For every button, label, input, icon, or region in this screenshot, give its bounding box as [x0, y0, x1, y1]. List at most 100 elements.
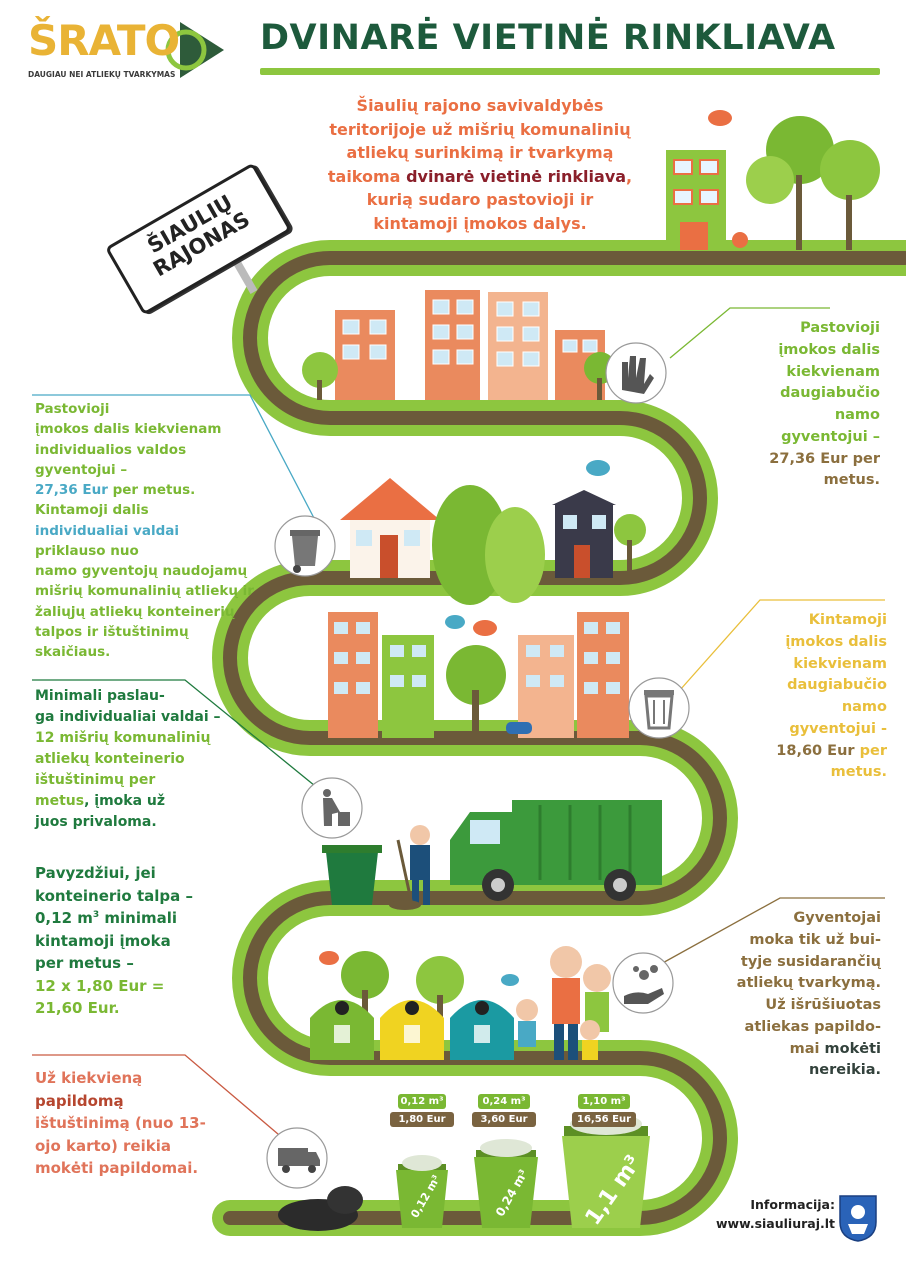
- multi-variable-line-3: kiekvienam: [793, 655, 887, 672]
- example-volume-unit-sup: 3: [92, 910, 100, 920]
- minimum-line-7: juos privaloma.: [35, 814, 157, 830]
- intro-text: Šiaulių rajono savivaldybės teritorijoje…: [300, 94, 660, 235]
- sorting-line-1: Gyventojai: [793, 910, 881, 926]
- individual-line-8: priklauso nuo: [35, 542, 139, 559]
- individual-line-9: namo gyventojų naudojamų: [35, 563, 248, 579]
- minimum-line-2: ga individualiai valdai –: [35, 709, 221, 725]
- wheelie-bin-icon: [274, 515, 336, 577]
- minimum-line-6: metus, įmoka už: [35, 791, 275, 812]
- sorting-line-5: Už išrūšiuotas: [765, 997, 881, 1013]
- glove-icon: [605, 342, 667, 404]
- minimum-line-4: atliekų konteinerio: [35, 751, 185, 767]
- example-line-3: 0,12 m3 minimali: [35, 907, 255, 930]
- individual-line-7: individualiai valdai: [35, 522, 179, 539]
- sorting-text: Gyventojai moka tik už bui- tyje susidar…: [705, 908, 881, 1082]
- sorting-line-3: tyje susidarančių: [740, 953, 881, 970]
- bin-3-volume-tag: 1,10 m³: [578, 1094, 630, 1109]
- multi-variable-line-6: gyventojui -: [789, 720, 887, 737]
- intro-line-6: kintamoji įmokos dalys.: [373, 213, 587, 233]
- bin-1-price-tag: 1,80 Eur: [390, 1112, 454, 1127]
- sorting-line-6: atliekas papildo-: [744, 1018, 881, 1035]
- example-line-4: kintamoji įmoka: [35, 931, 171, 950]
- truck-icon: [266, 1127, 328, 1189]
- multi-fixed-line-5: namo: [834, 407, 880, 423]
- intro-line-1: Šiaulių rajono savivaldybės: [356, 96, 604, 115]
- info-url[interactable]: www.siauliuraj.lt: [715, 1215, 835, 1231]
- minimum-line-3: 12 mišrių komunalinių: [35, 730, 211, 746]
- example-total: 21,60 Eur.: [35, 999, 120, 1017]
- intro-line-2: teritorijoje už mišrių komunalinių: [329, 119, 631, 139]
- apartments-row-1: [302, 290, 616, 400]
- intro-line-5: kurią sudaro pastovioji ir: [366, 190, 594, 210]
- top-building-scene: [666, 110, 880, 250]
- example-line-1: Pavyzdžiui, jei: [35, 864, 156, 882]
- example-line-2: konteinerio talpa –: [35, 886, 193, 905]
- individual-amount: 27,36 Eur: [35, 482, 108, 498]
- minimum-years: metus: [35, 793, 85, 809]
- truck-scene: [322, 800, 662, 910]
- intro-line-4: taikoma dvinarė vietinė rinkliava,: [300, 165, 660, 189]
- multi-variable-per: per: [859, 742, 887, 759]
- multi-variable-amount: 18,60 Eur: [776, 742, 855, 759]
- recycling-scene: [310, 946, 611, 1060]
- sorting-line-7: mai mokėti: [705, 1039, 881, 1061]
- logo-tagline: DAUGIAU NEI ATLIEKŲ TVARKYMAS: [28, 70, 176, 79]
- sorting-line-2: moka tik už bui-: [749, 931, 881, 948]
- hand-recycle-icon: [612, 952, 674, 1014]
- individual-line-10: mišrių komunalinių atliekų ir: [35, 583, 254, 600]
- individual-line-6: Kintamoji dalis: [35, 502, 149, 519]
- intro-highlight: dvinarė vietinė rinkliava: [406, 166, 627, 186]
- example-minimum: minimali: [99, 909, 177, 927]
- example-text: Pavyzdžiui, jei konteinerio talpa – 0,12…: [35, 862, 255, 1020]
- minimum-service-text: Minimali paslau- ga individualiai valdai…: [35, 686, 275, 833]
- extra-line-5: mokėti papildomai.: [35, 1159, 199, 1177]
- bin-2-price-tag: 3,60 Eur: [472, 1112, 536, 1127]
- individual-line-1: Pastovioji: [35, 401, 110, 417]
- trash-can-icon: [628, 677, 690, 739]
- extra-line-1: Už kiekvieną: [35, 1069, 143, 1087]
- multi-fixed-line-2: įmokos dalis: [778, 341, 880, 358]
- logo-wordmark: ŠRATO: [28, 20, 180, 62]
- multi-variable-text: Kintamoji įmokos dalis kiekvienam daugia…: [735, 610, 887, 784]
- sized-bins: [278, 1113, 650, 1231]
- leader-lines: [32, 307, 885, 1141]
- apartments-row-3: [328, 612, 629, 738]
- title-underline: [260, 68, 880, 75]
- intro-line-4-start: taikoma: [327, 166, 401, 186]
- multi-fixed-line-1: Pastovioji: [800, 320, 880, 336]
- coat-of-arms-icon: [838, 1194, 878, 1242]
- minimum-line-5: ištuštinimų per: [35, 772, 156, 788]
- multi-fixed-line-6: gyventojui –: [781, 428, 880, 445]
- logo-text: ŠRATO: [28, 16, 180, 65]
- individual-line-3: individualios valdos: [35, 441, 187, 458]
- extra-line-3: ištuštinimą (nuo 13-: [35, 1114, 206, 1132]
- multi-fixed-line-8: metus.: [823, 472, 880, 489]
- multi-variable-line-2: įmokos dalis: [785, 633, 887, 650]
- minimum-fee: , įmoka už: [84, 793, 166, 809]
- individual-line-2: įmokos dalis kiekvienam: [35, 421, 222, 438]
- bin-2-volume-tag: 0,24 m³: [478, 1094, 530, 1109]
- srato-logo: ŠRATO DAUGIAU NEI ATLIEKŲ TVARKYMAS: [28, 18, 228, 90]
- individual-line-12: talpos ir ištuštinimų: [35, 623, 189, 640]
- recycle-bin-person-icon: [301, 777, 363, 839]
- road-sign: ŠIAULIŲ RAJONAS: [104, 162, 295, 316]
- houses-row-2: [340, 460, 646, 605]
- multi-variable-line-4: daugiabučio: [787, 677, 887, 694]
- srato-logo-mark: [165, 22, 224, 78]
- individual-text: Pastovioji įmokos dalis kiekvienam indiv…: [35, 399, 270, 662]
- multi-fixed-line-3: kiekvienam: [786, 363, 880, 380]
- info-label: Informacija:: [750, 1197, 835, 1212]
- example-volume: 0,12 m: [35, 909, 93, 927]
- sorting-line-4: atliekų tvarkymą.: [736, 975, 881, 992]
- example-line-6: 12 x 1,80 Eur =: [35, 976, 165, 995]
- individual-line-5: 27,36 Eur per metus.: [35, 480, 270, 500]
- sorting-pay: mokėti: [824, 1040, 881, 1057]
- extra-line-4: ojo karto) reikia: [35, 1136, 171, 1155]
- bin-3-price-tag: 16,56 Eur: [572, 1112, 636, 1127]
- individual-per-year: per metus.: [112, 482, 196, 498]
- individual-line-4: gyventojui –: [35, 461, 128, 478]
- multi-variable-line-5: namo: [841, 699, 887, 715]
- example-line-5: per metus –: [35, 954, 134, 972]
- multi-fixed-amount: 27,36 Eur per: [769, 450, 880, 467]
- extra-line-2: papildomą: [35, 1091, 124, 1110]
